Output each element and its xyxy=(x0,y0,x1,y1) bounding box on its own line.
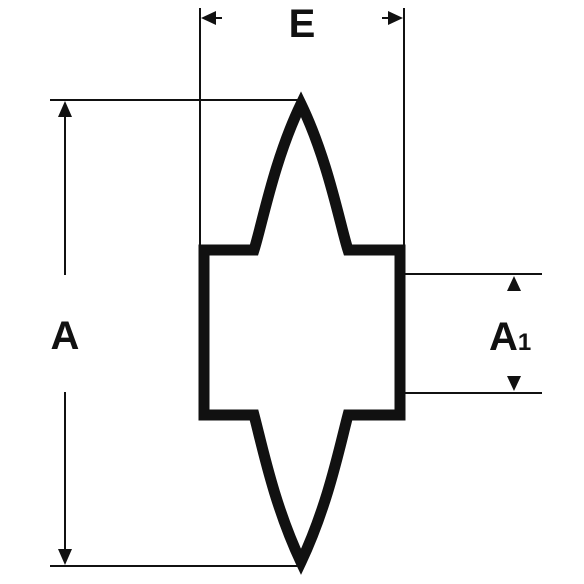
a-arrow-top xyxy=(58,101,72,117)
label-a: A xyxy=(51,314,80,358)
label-e: E xyxy=(289,2,316,46)
a1-arrow-bottom xyxy=(507,376,521,391)
label-a1-letter: A xyxy=(489,315,518,359)
a-arrow-bottom xyxy=(58,549,72,565)
profile-shape xyxy=(198,91,406,575)
a1-arrow-top xyxy=(507,276,521,291)
e-arrow-left xyxy=(201,11,216,25)
label-a1: A1 xyxy=(489,315,531,359)
label-a1-subscript: 1 xyxy=(518,329,531,356)
e-arrow-right xyxy=(388,11,403,25)
